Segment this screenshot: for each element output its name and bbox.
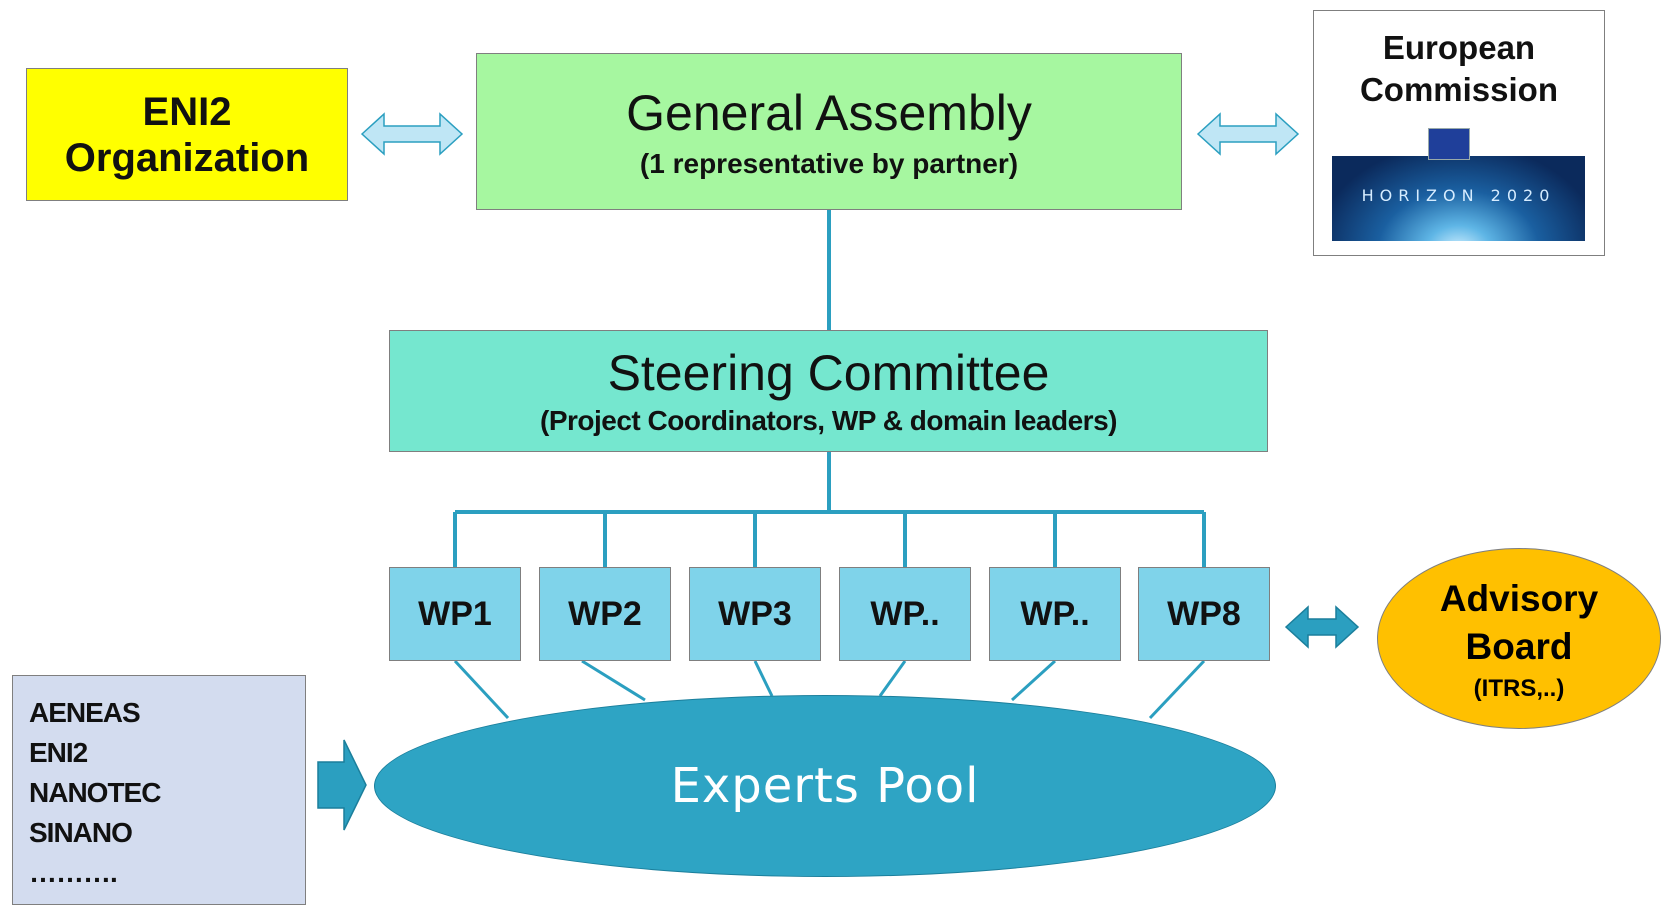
general-assembly-box: General Assembly (1 representative by pa… <box>476 53 1182 210</box>
advisory-board-line1: Advisory <box>1439 577 1599 619</box>
horizon-logo-text: HORIZON 2020 <box>1361 186 1556 205</box>
wp4-to-pool-line <box>878 660 907 697</box>
wp-box-2: WP2 <box>539 567 671 661</box>
members-list-box: AENEAS ENI2 NANOTEC SINANO ………. <box>12 675 306 905</box>
members-list-item: NANOTEC <box>29 777 161 808</box>
advisory-board-ellipse: Advisory Board (ITRS,..) <box>1377 548 1661 729</box>
members-to-pool-arrow <box>317 739 367 831</box>
assembly-commission-double-arrow <box>1196 112 1300 156</box>
wp-box-5: WP.. <box>989 567 1121 661</box>
wp-box-1: WP1 <box>389 567 521 661</box>
horizon-2020-logo: HORIZON 2020 <box>1332 156 1585 241</box>
steering-committee-box: Steering Committee (Project Coordinators… <box>389 330 1268 452</box>
general-assembly-title: General Assembly <box>626 84 1032 141</box>
steering-committee-title: Steering Committee <box>607 345 1050 401</box>
wp-box-3: WP3 <box>689 567 821 661</box>
european-commission-line2: Commission <box>1359 71 1559 108</box>
wp-box-6: WP8 <box>1138 567 1270 661</box>
advisory-board-subtitle: (ITRS,..) <box>1473 674 1565 702</box>
wp5-to-pool-line <box>1010 659 1057 702</box>
members-list-item: ENI2 <box>29 737 88 768</box>
experts-pool-label: Experts Pool <box>670 758 980 814</box>
eni2-organization-line1: ENI2 <box>142 89 232 134</box>
eni2-assembly-double-arrow <box>360 112 464 156</box>
wp8-advisory-double-arrow <box>1284 605 1360 649</box>
wp1-to-pool-line <box>453 659 510 720</box>
european-commission-line1: European <box>1382 29 1536 66</box>
advisory-board-line2: Board <box>1465 625 1573 667</box>
wp-box-4: WP.. <box>839 567 971 661</box>
members-list-item: AENEAS <box>29 697 141 728</box>
members-list-item: ………. <box>29 857 118 888</box>
steering-committee-subtitle: (Project Coordinators, WP & domain leade… <box>540 405 1117 436</box>
wp3-to-pool-line <box>753 660 774 697</box>
wp2-to-pool-line <box>581 659 646 702</box>
general-assembly-subtitle: (1 representative by partner) <box>639 147 1019 179</box>
eni2-organization-line2: Organization <box>64 135 310 180</box>
eu-flag-icon <box>1428 128 1470 160</box>
eni2-organization-box: ENI2 Organization <box>26 68 348 201</box>
wp6-to-pool-line <box>1148 659 1206 720</box>
experts-pool-ellipse: Experts Pool <box>374 695 1276 877</box>
members-list-item: SINANO <box>29 817 133 848</box>
